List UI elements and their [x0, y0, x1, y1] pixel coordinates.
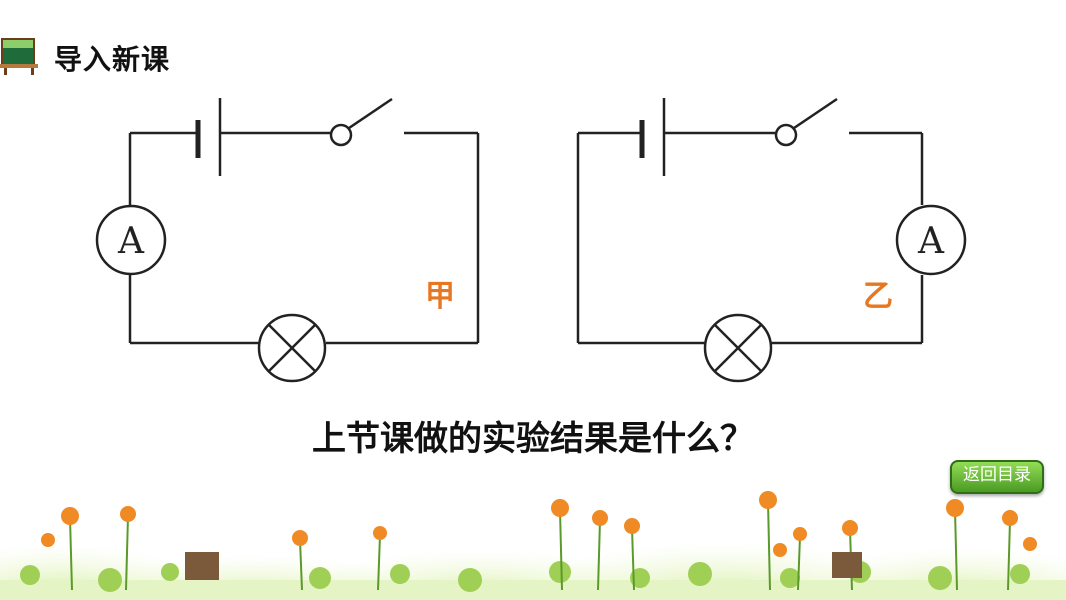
- circuit-jia: [95, 97, 480, 383]
- flower-decoration: [0, 491, 1066, 600]
- switch-pivot: [774, 123, 798, 147]
- ammeter-symbol-jia: A: [117, 221, 145, 262]
- switch-pivot: [329, 123, 353, 147]
- switch-lever: [793, 97, 838, 130]
- circuit-yi: [576, 97, 967, 383]
- question-text: 上节课做的实验结果是什么？: [312, 419, 754, 459]
- circuit-label-yi: 乙: [863, 279, 893, 314]
- circuit-label-jia: 甲: [425, 279, 455, 314]
- ammeter: [895, 204, 967, 276]
- section-header: 导入新课: [0, 28, 400, 84]
- ammeter-symbol-yi: A: [917, 221, 945, 262]
- switch-lever: [348, 97, 393, 130]
- ammeter: [95, 204, 167, 276]
- back-to-contents-button[interactable]: 返回目录: [950, 460, 1044, 494]
- blackboard-icon: [0, 38, 38, 75]
- section-title: 导入新课: [54, 43, 171, 76]
